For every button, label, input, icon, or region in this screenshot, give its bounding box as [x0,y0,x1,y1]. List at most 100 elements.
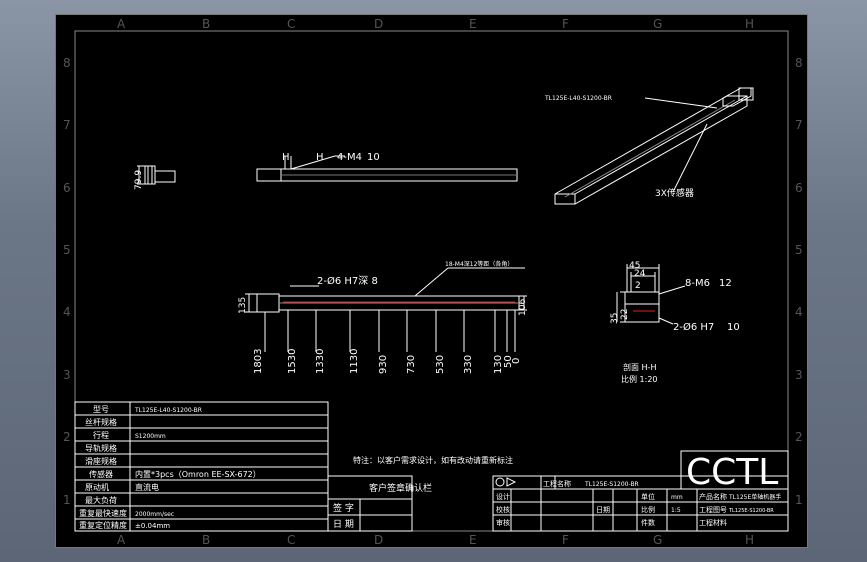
row-label-right: 5 [795,243,803,257]
cctl-logo: CCTL [686,452,778,493]
customer-title: 客户签章确认栏 [369,482,432,494]
title-block [492,450,789,532]
row-label: 8 [63,56,71,70]
param-label: 导轨规格 [85,443,117,453]
xdim-label: 330 [463,355,474,374]
top-view-h1: H [282,152,290,163]
project-value: TL125E-S1200-BR [584,481,639,488]
row-label: 5 [63,243,71,257]
section-dim-45: 45 [629,261,640,271]
side-dim-106: 106 [518,299,528,316]
unit-value: mm [671,494,683,501]
top-view-holes: 4-M4 [337,152,362,163]
check-label: 校核 [496,505,510,514]
top-view-h2: H [316,152,324,163]
col-label: C [287,17,295,31]
row-label-right: 4 [795,305,803,319]
top-view-depth: 10 [367,152,380,163]
design-label: 设计 [496,492,510,501]
product-label: 产品名称 [699,492,727,501]
section-view [616,264,686,325]
section-view-title: 剖面 H-H [623,362,656,372]
col-label: E [469,17,477,31]
top-view [256,155,518,182]
row-label-right: 7 [795,118,803,132]
section-dim-24: 24 [634,269,646,279]
section-pins-depth: 10 [727,322,740,333]
col-label: H [745,17,754,31]
drawing-value: TL125E-S1200-BR [728,508,774,514]
end-view-dim: 79.9 [134,170,144,190]
row-label: 4 [63,305,71,319]
col-label-bottom: B [202,533,210,547]
xdim-label: 0 [511,358,522,364]
customer-sign: 签 字 [333,502,354,514]
xdim-label: 530 [435,355,446,374]
col-label-bottom: G [653,533,662,547]
col-label-bottom: A [117,533,126,547]
row-label: 1 [63,493,71,507]
drawing-sheet: A B C D E F G H A B C D E F G H 8 7 6 5 … [55,14,808,548]
param-value: ±0.04mm [135,522,170,530]
iso-sensor-label: 3X传感器 [655,187,694,199]
drawing-label: 工程图号 [699,505,727,514]
section-holes: 8-M6 [685,278,710,289]
xdim-label: 1803 [253,349,264,374]
param-value: TL125E-L40-S1200-BR [134,407,202,414]
col-label-bottom: F [562,533,569,547]
param-label: 最大负荷 [85,495,117,505]
material-label: 工程材料 [699,518,727,527]
row-label: 7 [63,118,71,132]
cad-drawing: A B C D E F G H A B C D E F G H 8 7 6 5 … [55,14,808,548]
xdim-label: 130 [493,355,504,374]
side-view [245,267,527,352]
end-view [137,165,176,185]
section-view-scale: 比例 1:20 [621,374,658,384]
xdim-label: 930 [378,355,389,374]
qty-label: 件数 [641,518,655,527]
customer-date: 日 期 [333,519,354,530]
col-label: G [653,17,662,31]
xdim-label: 1130 [349,349,360,374]
project-label: 工程名称 [543,479,571,488]
section-dim-35: 35 [610,313,620,324]
date-label: 日期 [596,506,610,514]
param-label: 丝杆规格 [85,417,117,427]
param-label: 传感器 [89,469,113,479]
param-label: 行程 [93,430,109,440]
section-dim-22: 22 [620,309,630,320]
xdim-label: 730 [406,355,417,374]
section-pins: 2-Ø6 H7 [673,321,714,333]
parameter-table [74,401,329,532]
outer-frame [55,14,808,548]
xdim-label: 1530 [287,349,298,374]
col-label: D [374,17,383,31]
section-holes-depth: 12 [719,278,732,289]
col-label: A [117,17,126,31]
row-label-right: 1 [795,493,803,507]
scale-label: 比例 [641,505,655,514]
col-label: B [202,17,210,31]
side-dim-135: 135 [238,297,248,314]
col-label-bottom: H [745,533,754,547]
side-view-xdims: 1803 1530 1330 1130 930 730 530 330 130 … [253,349,522,374]
param-label: 原动机 [85,482,109,492]
param-value: S1200mm [135,433,166,440]
side-view-holes: 18-M4深12等距（各角） [445,260,513,268]
row-label-right: 3 [795,368,803,382]
row-label: 6 [63,181,71,195]
col-label-bottom: C [287,533,295,547]
section-dim-2: 2 [635,281,641,291]
param-value: 内置*3pcs（Omron EE-SX-672） [135,469,261,479]
scale-value: 1:5 [671,507,681,514]
row-label-right: 6 [795,181,803,195]
param-label: 滑座规格 [85,456,117,466]
xdim-label: 1330 [315,349,326,374]
param-label: 重复定位精度 [79,520,127,530]
inner-frame [74,30,789,532]
unit-label: 单位 [641,492,655,501]
row-label: 2 [63,430,71,444]
param-value: 2000mm/sec [135,511,174,518]
isometric-view [554,87,754,205]
xdim-label: 50 [503,355,514,368]
